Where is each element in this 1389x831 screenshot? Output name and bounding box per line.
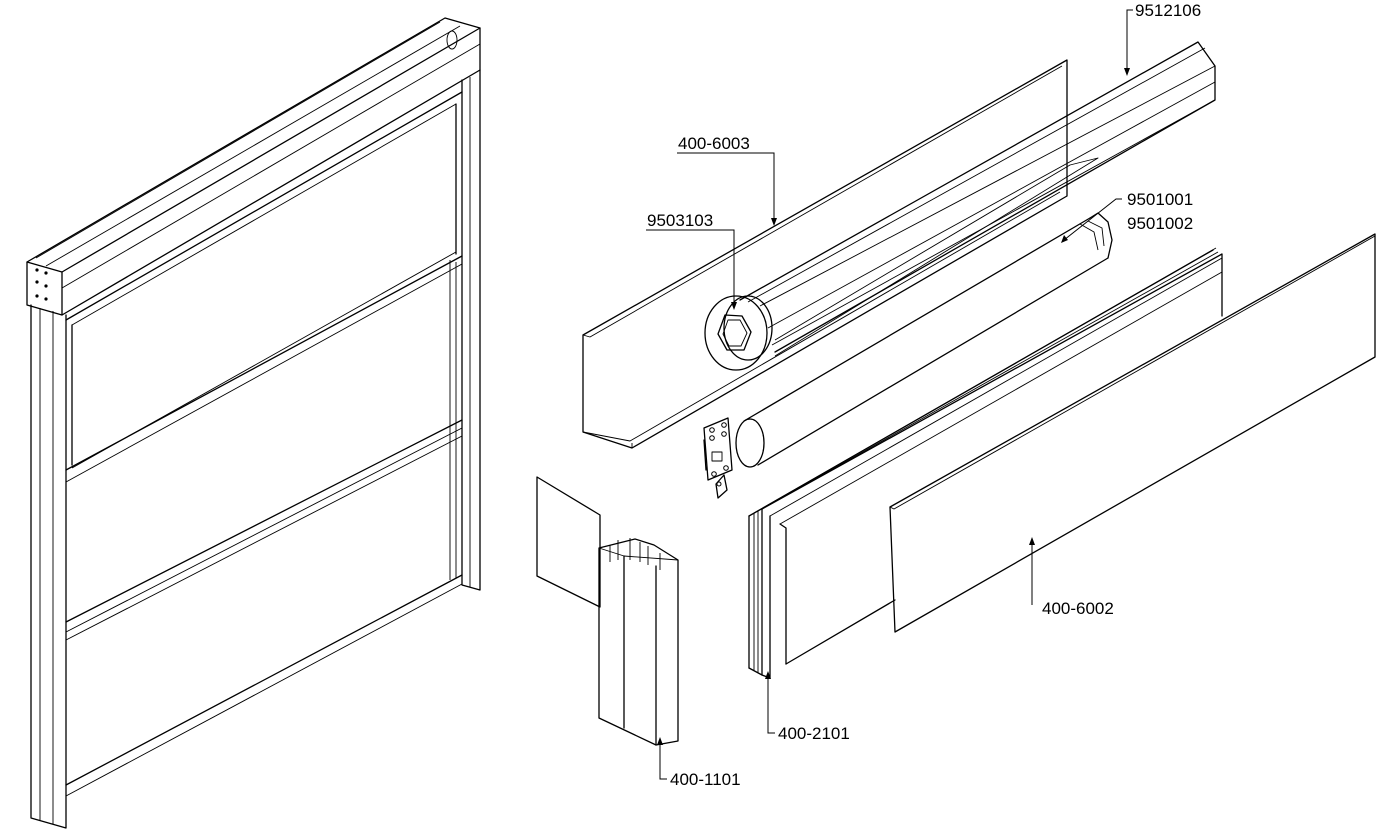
assembled-screen <box>26 17 481 829</box>
motor-bracket <box>703 417 733 499</box>
label-top-tube: 9512106 <box>1135 1 1201 20</box>
roller-tube-part <box>703 212 1113 499</box>
label-roller-a: 9501001 <box>1127 190 1193 209</box>
label-roller-b: 9501002 <box>1127 214 1193 233</box>
label-side-rail: 400-1101 <box>670 770 741 789</box>
label-end-cap: 9503103 <box>647 211 713 230</box>
leader-lines <box>646 9 1133 780</box>
end-cap-part <box>704 295 773 371</box>
headbox <box>26 17 481 316</box>
part-labels: 9512106 400-6003 9503103 9501001 9501002… <box>647 1 1201 789</box>
frame-profile-part <box>748 247 1223 679</box>
label-underlines <box>646 152 774 231</box>
left-side-post <box>30 304 67 829</box>
screen-panels <box>65 91 463 797</box>
front-panel-part <box>889 233 1376 633</box>
side-rail-part <box>536 476 679 746</box>
label-front-panel: 400-6002 <box>1042 599 1114 618</box>
cassette-part <box>582 59 1068 449</box>
right-side-post <box>461 69 481 591</box>
thin-sheet <box>774 157 1099 357</box>
label-cassette: 400-6003 <box>678 134 750 153</box>
label-frame-profile: 400-2101 <box>778 724 850 743</box>
